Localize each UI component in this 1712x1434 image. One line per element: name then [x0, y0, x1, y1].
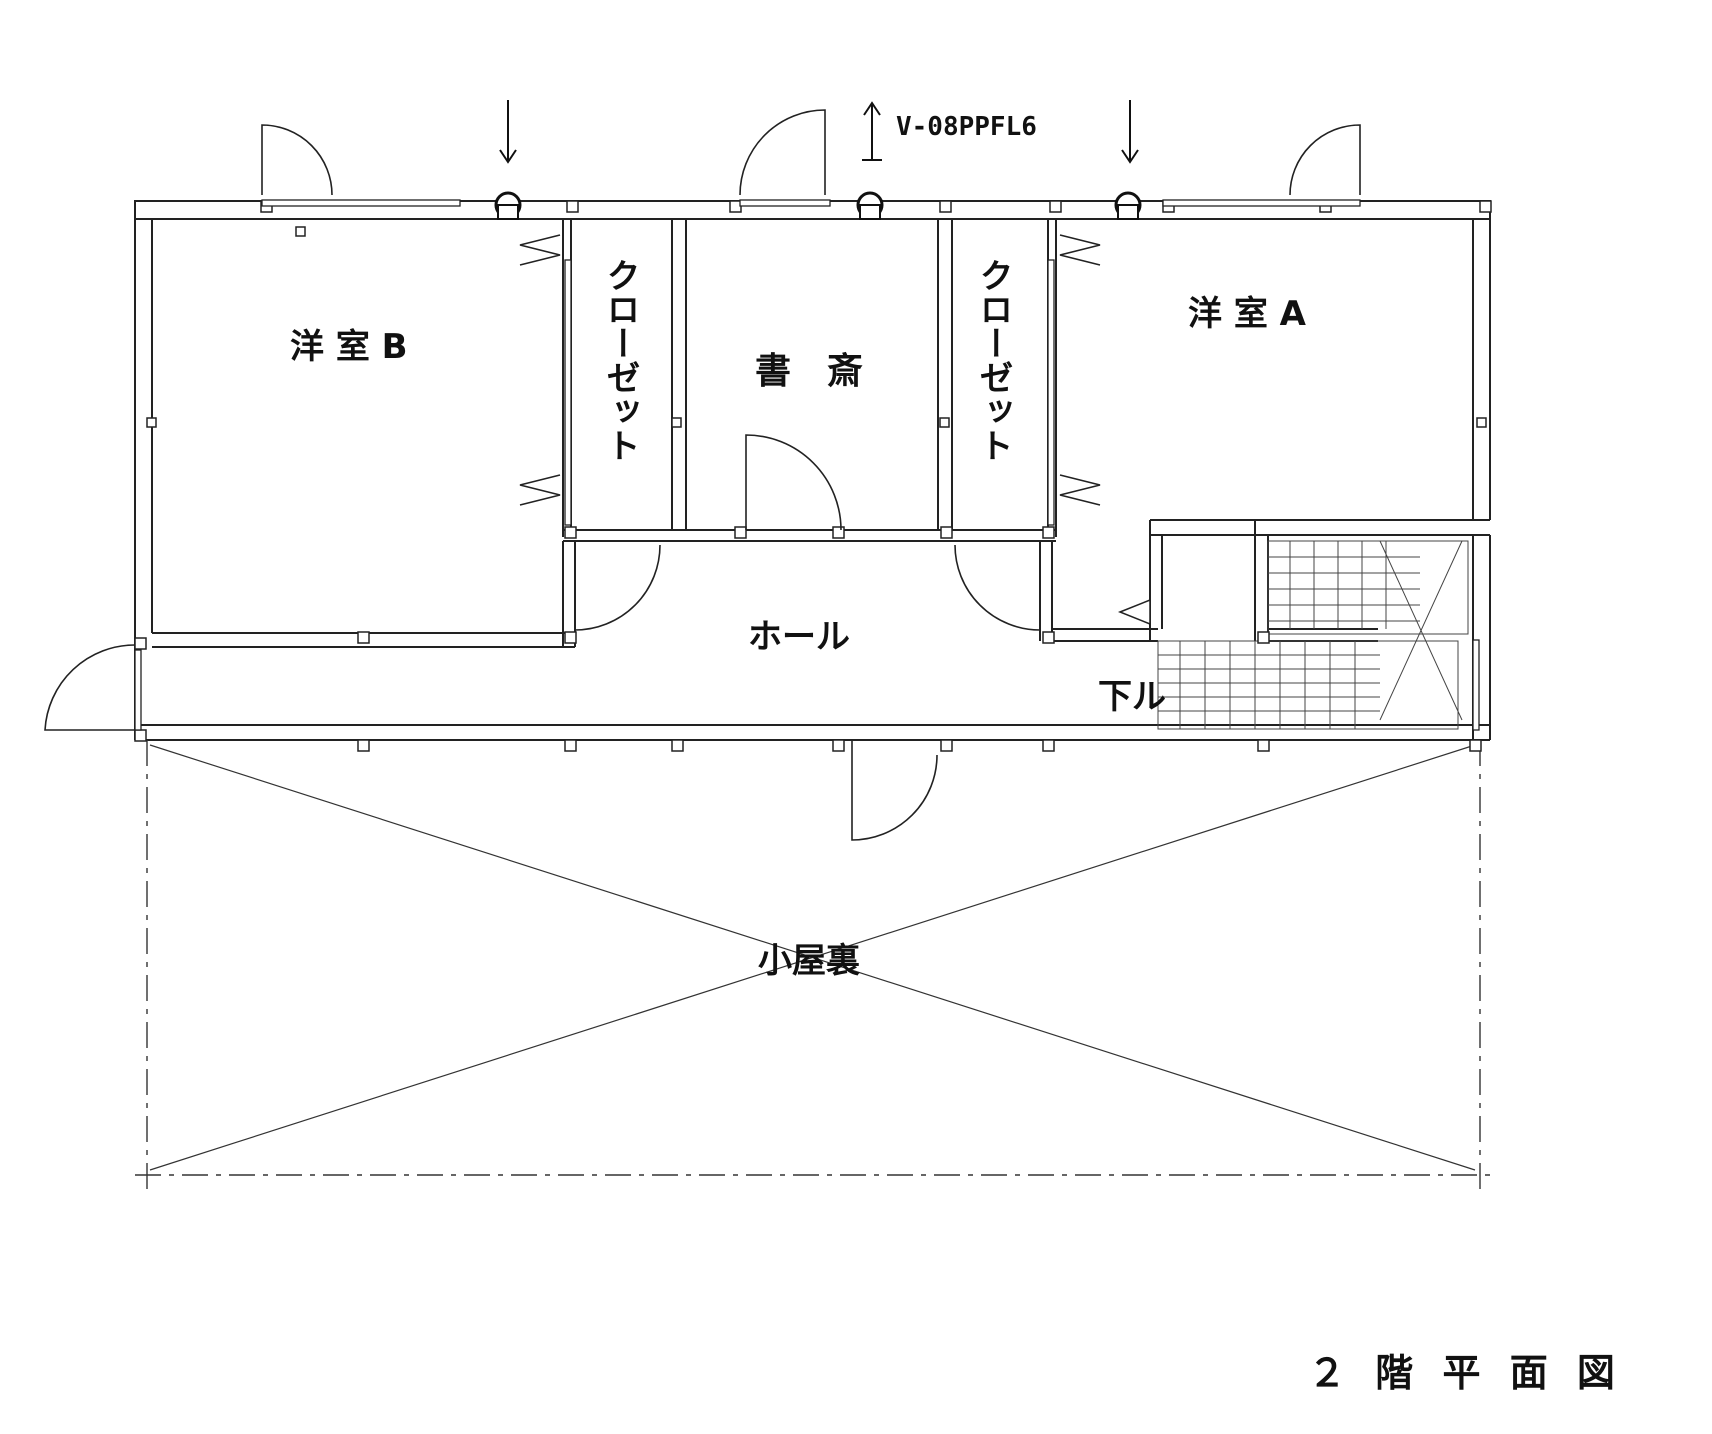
vent-fan-left [494, 100, 522, 220]
exterior-walls [134, 200, 1491, 741]
attic-area [135, 740, 1495, 1195]
windows [134, 199, 1480, 731]
closet-left-label: クローゼット [600, 258, 640, 462]
stair-arrow-icon [1117, 598, 1151, 626]
stairs-down-label: 下ル [1098, 677, 1166, 717]
closet-right-label: クローゼット [973, 258, 1013, 462]
drawing-title: ２ 階 平 面 図 [1308, 1351, 1623, 1395]
doors [44, 109, 1361, 841]
western-room-a-label: 洋 室 A [1188, 294, 1307, 334]
staircase [1157, 540, 1469, 730]
vent-model-label: V-08PPFL6 [896, 112, 1037, 142]
study-label: 書 斎 [755, 351, 863, 392]
interior-walls [562, 219, 1490, 647]
attic-label: 小屋裏 [758, 941, 861, 981]
western-room-b-label: 洋 室 B [290, 327, 408, 367]
hall-label: ホール [748, 617, 850, 657]
vent-fan-center [856, 101, 884, 220]
vent-fan-right [1114, 100, 1142, 220]
